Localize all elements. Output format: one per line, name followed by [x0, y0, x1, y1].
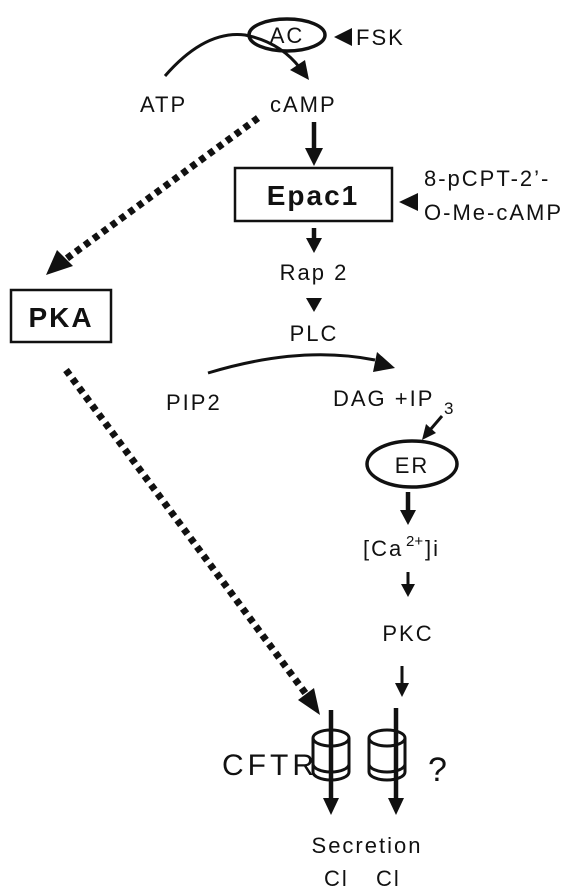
atp-label: ATP: [140, 92, 187, 117]
camp-to-pka-dotted: [63, 115, 261, 262]
dag-ip3-label: DAG +IP: [333, 386, 434, 411]
unknown-channel-inner: [367, 763, 407, 774]
pka-label: PKA: [28, 302, 93, 333]
cftr-flow-arrowhead: [323, 798, 339, 815]
ca-superscript: 2+: [406, 533, 423, 550]
cl-right-label: Cl: [376, 866, 401, 891]
epac1-label: Epac1: [267, 180, 360, 211]
unknown-channel-top: [367, 728, 407, 748]
ac-label: AC: [270, 23, 305, 48]
secretion-label: Secretion: [312, 833, 423, 858]
rap2-to-plc-arrowhead: [306, 298, 322, 312]
ip3-subscript: 3: [444, 399, 455, 418]
camp-to-pka-arrowhead: [46, 250, 73, 275]
pkc-to-channel-arrowhead: [395, 683, 409, 697]
pip2-to-dag-arrowhead: [373, 352, 395, 372]
pkc-label: PKC: [382, 621, 433, 646]
cl-left-label: Cl: [324, 866, 349, 891]
agonist-arrowhead: [399, 193, 418, 211]
agonist-label-line1: 8-pCPT-2’-: [424, 166, 550, 191]
ip3-to-er-line: [428, 415, 444, 431]
unknown-channel: [367, 728, 407, 782]
ip3-to-er-arrowhead: [422, 424, 436, 440]
er-oval: [365, 439, 459, 489]
atp-to-camp-arrowhead: [290, 60, 309, 80]
unknown-channel-bottom: [367, 771, 407, 782]
agonist-label-line2: O-Me-cAMP: [424, 200, 563, 225]
er-label: ER: [395, 453, 430, 478]
pka-to-cftr-arrowhead: [298, 688, 320, 715]
er-to-ca-arrowhead: [400, 510, 416, 525]
epac1-to-rap2-arrowhead: [306, 238, 322, 253]
unknown-channel-question-mark: ?: [428, 751, 447, 789]
ca-to-pkc-arrowhead: [401, 584, 415, 597]
camp-label: cAMP: [270, 92, 337, 117]
ca-label-close: ]i: [425, 536, 440, 561]
atp-to-camp-curve: [163, 33, 302, 77]
pip2-to-dag-curve: [207, 353, 376, 375]
camp-to-epac1-arrowhead: [305, 148, 323, 166]
cftr-label: CFTR: [222, 749, 318, 782]
pka-box: [9, 288, 113, 344]
plc-label: PLC: [290, 321, 339, 346]
pip2-label: PIP2: [166, 390, 222, 415]
fsk-arrowhead: [334, 28, 352, 46]
fsk-label: FSK: [356, 25, 405, 50]
epac1-box: [233, 166, 394, 223]
pka-to-cftr-dotted: [63, 367, 309, 697]
unknown-flow-arrowhead: [388, 798, 404, 815]
rap2-label: Rap 2: [280, 260, 349, 285]
ca-label-open: [Ca: [363, 536, 403, 561]
